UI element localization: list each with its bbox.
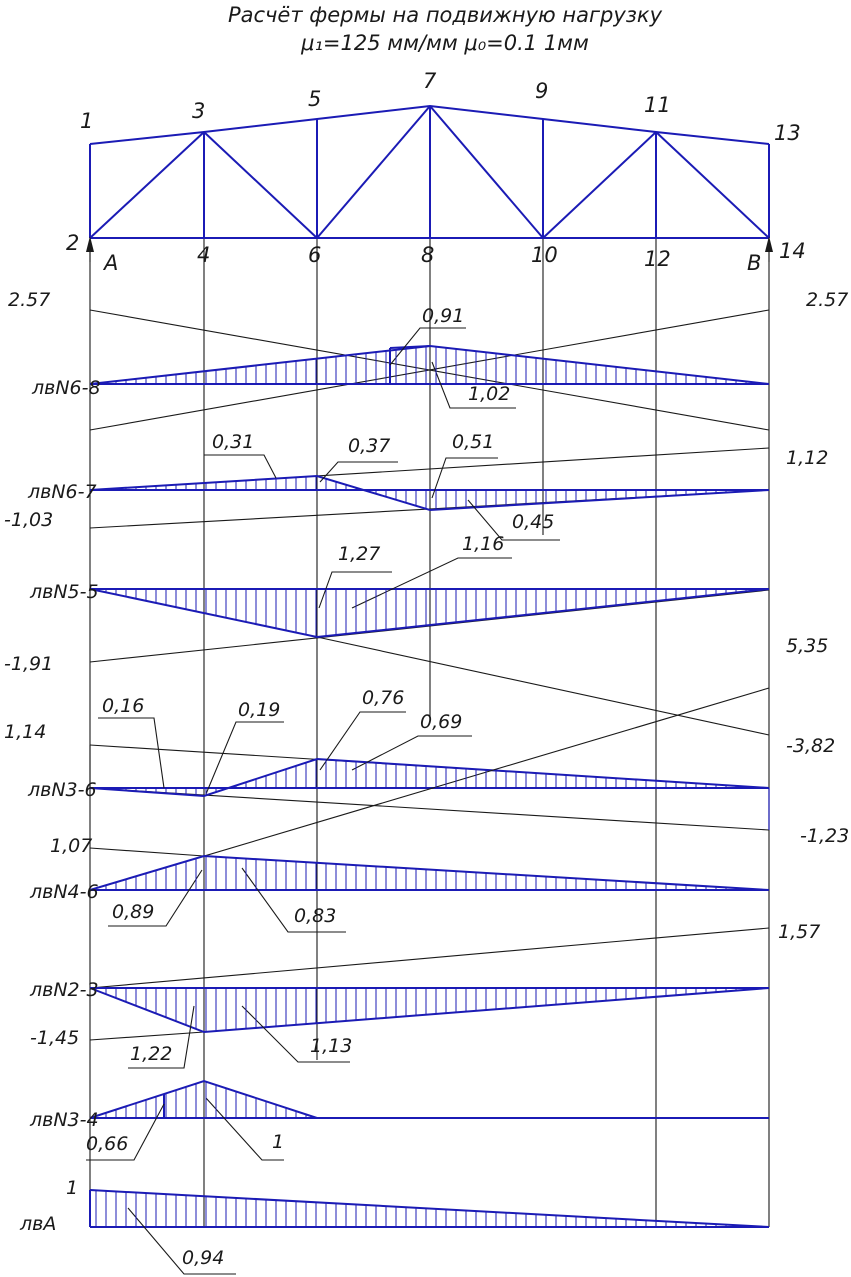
n5-5-right-ordinate-top: 5,35 (786, 635, 828, 657)
node-label-12: 12 (644, 247, 671, 271)
n5-5-value-at-node-6: 1,27 (338, 543, 380, 565)
projection-lines (89, 238, 770, 1227)
n6-7-right-ordinate: 1,12 (786, 447, 828, 469)
node-label-10: 10 (531, 243, 558, 267)
node-label-3: 3 (192, 99, 205, 123)
n5-5-left-ordinate: -1,91 (4, 653, 53, 675)
n3-4-peak-value: 1 (272, 1131, 284, 1153)
n3-6-left-ordinate: 1,14 (4, 721, 46, 743)
n6-7-left-ordinate: -1,03 (4, 509, 53, 531)
n3-6-value-right: 0,69 (420, 711, 462, 733)
n6-8-peak-value: 1,02 (468, 383, 510, 405)
drawing-title: Расчёт фермы на подвижную нагрузку (228, 3, 663, 27)
n6-8-right-ordinate: 2.57 (806, 289, 848, 311)
n5-5-line-label: лвN5-5 (29, 581, 99, 603)
node-label-11: 11 (644, 93, 671, 117)
ordinate-hatching (95, 346, 747, 1227)
n3-4-line-label: лвN3-4 (29, 1109, 99, 1131)
n5-5-right-ordinate-bottom: -3,82 (786, 735, 835, 757)
node-label-5: 5 (308, 87, 321, 111)
influence-line-n2-3 (89, 927, 770, 1069)
n6-7-value-at-node-8: 0,51 (452, 431, 494, 453)
n4-6-left-ordinate: 1,07 (50, 835, 92, 857)
ra-left-ordinate: 1 (66, 1177, 78, 1199)
node-label-4: 4 (197, 243, 210, 267)
scales-note: μ₁=125 мм/мм μ₀=0.1 1мм (300, 31, 589, 55)
n3-6-value-left: 0,16 (102, 695, 144, 717)
n2-3-left-ordinate: -1,45 (30, 1027, 79, 1049)
node-label-9: 9 (535, 79, 548, 103)
n4-6-line-label: лвN4-6 (29, 881, 99, 903)
n2-3-line-label: лвN2-3 (29, 979, 99, 1001)
support-label-a: A (102, 251, 118, 275)
n2-3-right-ordinate: 1,57 (778, 921, 820, 943)
node-label-7: 7 (423, 69, 437, 93)
n4-6-value-at-node-4: 0,89 (112, 901, 154, 923)
support-arrows (86, 236, 773, 262)
n6-7-value-at-node-6: 0,37 (348, 435, 390, 457)
n6-7-line-label: лвN6-7 (27, 481, 97, 503)
node-label-2: 2 (66, 231, 79, 255)
n3-6-right-ordinate: -1,23 (800, 825, 849, 847)
ra-value: 0,94 (182, 1247, 224, 1269)
n6-7-value-left: 0,31 (212, 431, 254, 453)
truss (89, 104, 770, 239)
n6-8-left-ordinate: 2.57 (8, 289, 50, 311)
influence-line-n3-4 (86, 1079, 769, 1161)
n2-3-value-right: 1,13 (310, 1035, 352, 1057)
n6-8-value-left-of-peak: 0,91 (422, 305, 464, 327)
node-label-1: 1 (80, 109, 93, 133)
n6-8-line-label: лвN6-8 (31, 377, 101, 399)
n6-7-value-right: 0,45 (512, 511, 554, 533)
n3-6-line-label: лвN3-6 (27, 779, 97, 801)
n3-6-value-at-node-6: 0,76 (362, 687, 404, 709)
n5-5-value-right: 1,16 (462, 533, 504, 555)
n3-4-value-left: 0,66 (86, 1133, 128, 1155)
n3-6-value-at-node-4: 0,19 (238, 699, 280, 721)
n4-6-value-right: 0,83 (294, 905, 336, 927)
node-label-14: 14 (779, 239, 806, 263)
node-label-6: 6 (308, 243, 321, 267)
node-label-13: 13 (774, 121, 801, 145)
n2-3-value-at-node-4: 1,22 (130, 1043, 172, 1065)
support-label-b: B (747, 251, 761, 275)
ra-line-label: лвA (19, 1213, 56, 1235)
node-label-8: 8 (421, 243, 434, 267)
